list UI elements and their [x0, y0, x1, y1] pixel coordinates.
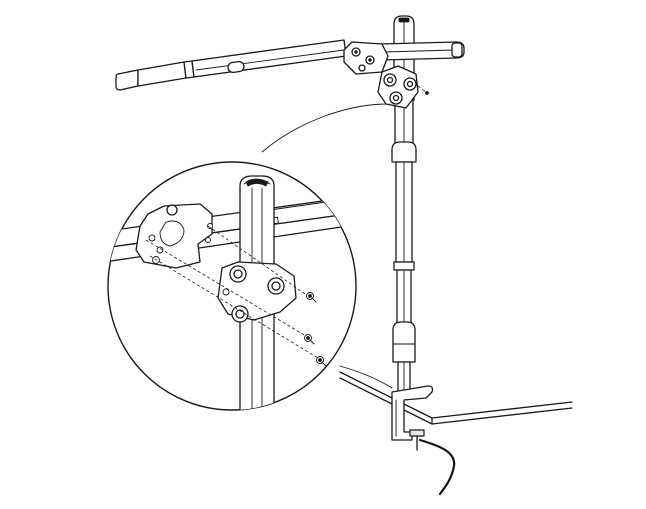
pole-top-cap: [398, 17, 410, 23]
bracket-hole-3: [358, 64, 366, 72]
zoom-bracket-hole-3: [207, 223, 213, 229]
zoom-bracket-hole-2: [156, 246, 164, 254]
guide-line-1: [145, 239, 307, 337]
bar-center-knob: [227, 60, 245, 74]
bracket-pin-2: [368, 58, 372, 62]
zoom-pole-cap: [245, 178, 269, 187]
top-bracket: [343, 41, 429, 109]
bar-right-cap: [451, 42, 463, 58]
wheel-lower-hub: [392, 94, 400, 102]
screw-3: [316, 356, 327, 367]
zoom-bracket-cutout: [159, 220, 185, 247]
bracket-pin-1: [354, 50, 358, 54]
light-bar: [115, 39, 465, 91]
zoom-bracket-hole-1: [148, 234, 156, 242]
small-screw: [425, 91, 429, 95]
wheel-right-hub: [406, 80, 414, 88]
bar-main-tube-left: [191, 39, 347, 78]
pole-joint-ring: [393, 261, 415, 271]
zoom-carriage-hole: [222, 288, 230, 296]
callout-leader-top: [261, 103, 389, 153]
bar-left-section: [137, 61, 187, 87]
clamp-screw-plate: [409, 429, 425, 437]
bar-left-cap: [115, 69, 139, 91]
zoom-wheel-bottom-hub: [235, 309, 245, 319]
bar-tube-seam-right: [383, 49, 455, 53]
guide-line-3: [207, 225, 309, 297]
bar-tube-seam-left: [195, 49, 345, 71]
zoom-wheel-top-hub: [233, 269, 243, 279]
zoom-wheel-right-hub: [271, 281, 281, 291]
pole-upper-collar: [391, 141, 417, 163]
desk-front-edge: [339, 377, 573, 425]
pole-lower-collar: [392, 321, 416, 363]
wheel-upper-hub: [386, 76, 394, 84]
callout-leader-lines: [261, 103, 393, 389]
callout-leader-bottom: [339, 365, 393, 389]
desk-clamp: [391, 385, 434, 451]
screw-2: [304, 334, 315, 345]
detail-callout: [107, 161, 357, 411]
power-cable: [418, 438, 456, 496]
screw-1: [306, 292, 317, 303]
zoom-bracket-hole-4: [205, 237, 211, 243]
screw-guide: [417, 85, 427, 93]
zoom-bracket-knob: [166, 204, 178, 216]
desk: [339, 371, 573, 425]
